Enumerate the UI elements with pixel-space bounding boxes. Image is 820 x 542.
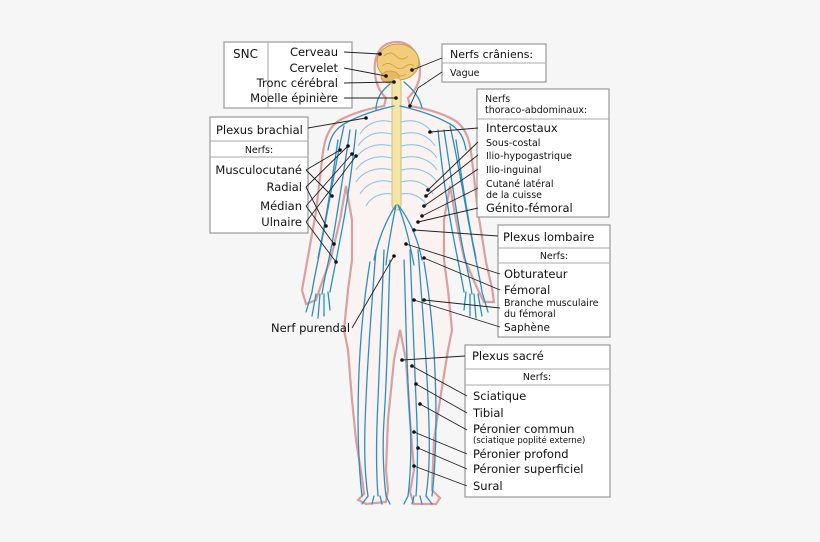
sacre-item-sciatique: Sciatique [473,389,526,403]
brachial-title: Plexus brachial [216,123,303,137]
lombaire-item-saphene: Saphène [504,322,550,334]
brachial-box: Plexus brachial Nerfs: Musculocutané Rad… [209,116,309,234]
leader-peronier-superficiel [417,447,468,470]
cranial-title: Nerfs crâniens: [450,48,533,61]
leader-intercostaux [429,127,479,133]
leader-genito [417,207,479,223]
leader-tibial [415,383,468,414]
sacre-box: Plexus sacré Nerfs: Sciatique Tibial Pér… [464,344,611,498]
lombaire-item-branche-2: du fémoral [504,309,556,320]
snc-item-moelle: Moelle épinière [250,91,338,105]
lombaire-box-frame [497,224,611,338]
leader-peronier-commun [419,403,468,431]
snc-title: SNC [233,47,258,61]
thoraco-item-ilio-inguinal: Ilio-inguinal [486,165,541,176]
sacre-box-frame [464,344,611,498]
leader-musculocutane [305,149,341,197]
snc-box: SNC Cerveau Cervelet Tronc cérébral Moel… [223,41,353,109]
lombaire-item-obturateur: Obturateur [504,267,568,281]
leader-vague [409,71,443,107]
sacre-item-peronier-profond: Péronier profond [473,447,569,461]
brachial-item-ulnaire: Ulnaire [261,215,302,229]
leader-sciatique [411,365,468,397]
thoraco-item-ilio-hypo: Ilio-hypogastrique [486,151,572,162]
thoraco-item-cutane-1: Cutané latéral [486,179,553,190]
leader-cutane [421,187,479,217]
sacre-title: Plexus sacré [472,349,544,363]
leader-branche [423,299,501,309]
sacre-item-peronier-superficiel: Péronier superficiel [473,462,583,476]
spinal-cord-shape [391,77,402,211]
brachial-item-radial: Radial [266,180,302,194]
leader-lines [305,51,501,487]
thoraco-item-intercostaux: Intercostaux [486,121,558,135]
lombaire-title: Plexus lombaire [503,230,594,244]
leader-purendal [351,255,395,329]
lombaire-box: Plexus lombaire Nerfs: Obturateur Fémora… [497,224,611,338]
sacre-item-tibial: Tibial [472,406,504,420]
leader-ilio-inguinal [423,168,479,207]
brachial-item-median: Médian [260,199,302,213]
thoraco-item-cutane-2: de la cuisse [486,190,542,201]
thoraco-title-line1: Nerfs [485,94,510,105]
leader-ilio-hypo [425,154,479,197]
sacre-item-peronier-commun: Péronier commun [473,422,574,436]
snc-item-cerveau: Cerveau [290,45,338,59]
leader-sural [413,465,468,487]
cranial-box: Nerfs crâniens: Vague [441,43,547,83]
leader-femoral [423,257,501,291]
thoraco-item-genito: Génito-fémoral [486,201,573,215]
leader-saphene [413,299,501,328]
leader-cranial [411,57,443,71]
thoraco-box-frame [476,88,610,218]
leader-dots [324,52,432,468]
nerve-network [305,81,489,505]
brachial-subtitle: Nerfs: [245,145,273,156]
thoraco-box: Nerfs thoraco-abdominaux: Intercostaux S… [476,88,610,218]
leader-median [305,153,353,245]
snc-box-frame [223,41,353,109]
purendal-label: Nerf purendal [271,321,350,335]
brachial-item-musculocutane: Musculocutané [215,163,302,177]
lombaire-item-femoral: Fémoral [504,283,550,297]
thoraco-item-sous-costal: Sous-costal [486,138,540,149]
lombaire-item-branche-1: Branche musculaire [504,298,599,309]
brachial-box-frame [209,116,309,234]
snc-item-tronc: Tronc cérébral [256,76,338,90]
leader-radial [305,145,349,227]
snc-item-cervelet: Cervelet [290,61,339,75]
leader-cerveau [343,51,381,55]
leader-peronier-profond [413,431,468,455]
leader-sous-costal [427,141,479,191]
thoraco-title-line2: thoraco-abdominaux: [485,105,587,116]
leader-tronc [343,81,395,84]
leader-brachial [307,117,367,129]
sacre-subtitle: Nerfs: [523,372,551,383]
cranial-item-vague: Vague [450,68,480,79]
body-illustration [300,40,496,506]
leader-lombaire [413,229,499,237]
leader-ulnaire [305,155,357,263]
leader-obturateur [405,243,501,275]
leader-sacre [401,355,466,361]
sacre-item-sural: Sural [473,479,503,493]
leader-cervelet [343,67,387,77]
sacre-item-peronier-commun-note: (sciatique poplité externe) [473,435,585,446]
lombaire-subtitle: Nerfs: [540,251,568,262]
